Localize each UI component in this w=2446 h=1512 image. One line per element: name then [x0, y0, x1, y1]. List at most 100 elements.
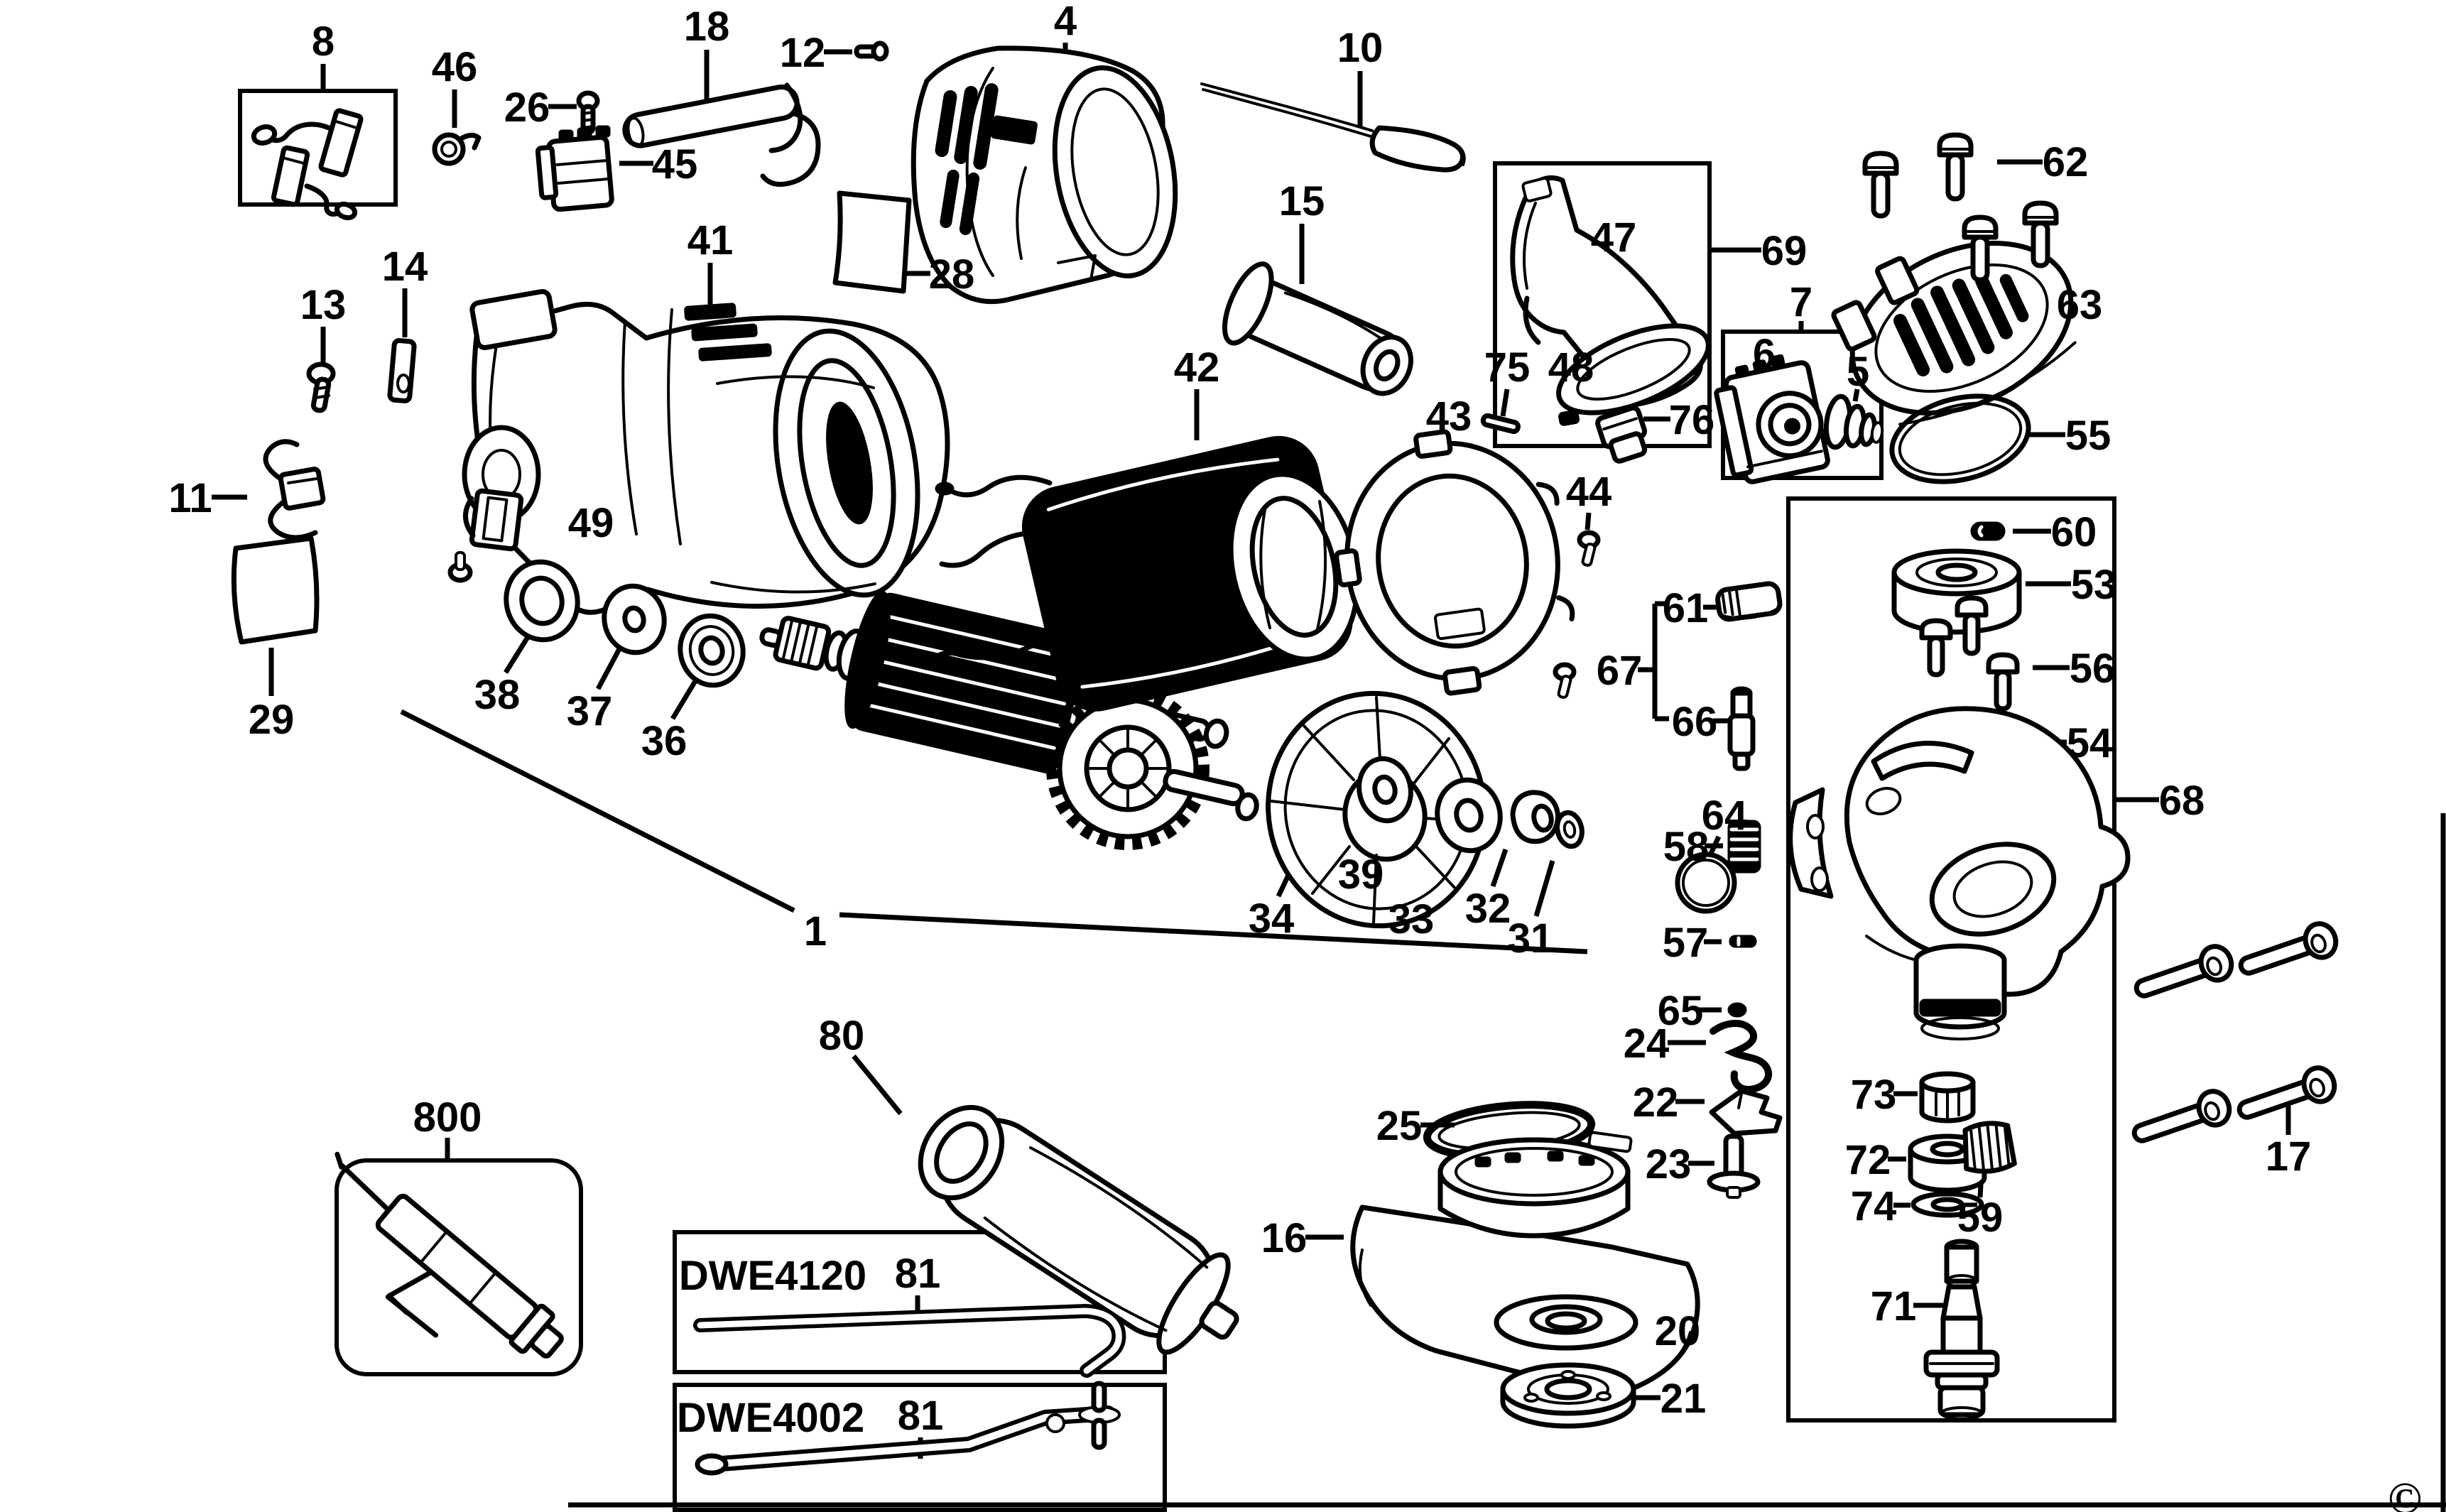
clip-22-drawing: [1709, 1088, 1783, 1136]
part-label-11: 11: [168, 475, 212, 521]
part-label-28: 28: [929, 251, 975, 298]
grip-15-drawing: [1222, 261, 1413, 396]
field-42-drawing: [918, 435, 1360, 712]
pin-66-drawing: [1727, 686, 1756, 771]
o-ring-55-drawing: [1889, 393, 2031, 484]
spring-clip-drawing: [432, 132, 482, 166]
part-label-42: 42: [1174, 344, 1220, 391]
motor-housing-drawing: [462, 289, 950, 615]
part-label-34: 34: [1249, 896, 1295, 942]
screw-26-drawing: [576, 90, 600, 135]
plate-14-drawing: [387, 338, 417, 403]
part-label-23: 23: [1646, 1141, 1692, 1187]
part-label-31: 31: [1508, 915, 1554, 962]
part-label-81: 81: [895, 1251, 941, 1297]
part-label-25: 25: [1376, 1103, 1423, 1149]
part-label-15: 15: [1279, 178, 1325, 224]
part-label-64: 64: [1702, 793, 1748, 839]
leader-line-1: [839, 912, 1588, 954]
part-label-55: 55: [2065, 413, 2111, 459]
nub-48-drawing: [1558, 410, 1580, 426]
part-label-41: 41: [687, 217, 734, 263]
part-label-68: 68: [2159, 778, 2205, 824]
pellet-60-drawing: [1970, 521, 2006, 541]
part-label-©: ©: [2388, 1473, 2422, 1512]
part-label-13: 13: [300, 282, 347, 328]
part-label-32: 32: [1465, 886, 1511, 932]
armature-drawing: [759, 590, 1259, 850]
part-label-45: 45: [652, 141, 698, 187]
part-label-73: 73: [1851, 1072, 1897, 1118]
part-label-16: 16: [1261, 1215, 1308, 1261]
clamp-nut-21-drawing: [1500, 1362, 1636, 1429]
part-label-59: 59: [1957, 1195, 2004, 1241]
leader-line-1: [400, 709, 795, 913]
label-sticker-29-drawing: [231, 535, 320, 645]
part-label-DWE4120: DWE4120: [679, 1253, 866, 1299]
washers-5-drawing: [1823, 393, 1884, 450]
part-label-61: 61: [1663, 585, 1709, 631]
trigger-group-box: [1493, 161, 1712, 448]
part-label-22: 22: [1633, 1079, 1679, 1126]
part-label-43: 43: [1426, 393, 1472, 440]
part-label-7: 7: [1790, 279, 1812, 325]
button-61-drawing: [1715, 581, 1783, 622]
part-label-60: 60: [2051, 509, 2097, 555]
dwe4002-wrench-box: [673, 1383, 1167, 1512]
part-label-10: 10: [1337, 25, 1384, 71]
leader-line-31: [1533, 860, 1555, 917]
bearing-38-drawing: [504, 559, 580, 643]
part-label-72: 72: [1845, 1137, 1891, 1183]
part-label-58: 58: [1663, 824, 1710, 870]
screw-23-drawing: [1707, 1133, 1761, 1199]
part-label-17: 17: [2266, 1133, 2312, 1180]
label-sticker-28-drawing: [832, 190, 912, 294]
screws-56-drawing: [1919, 595, 2020, 712]
carbon-brush-set-drawing: [251, 108, 364, 221]
washer-33-drawing: [1435, 777, 1503, 854]
part-label-75: 75: [1484, 344, 1531, 391]
grease-box: [335, 1158, 583, 1376]
part-label-44: 44: [1566, 469, 1612, 515]
part-label-48: 48: [1548, 344, 1594, 391]
bearing-36-drawing: [678, 613, 746, 688]
part-label-24: 24: [1624, 1021, 1670, 1067]
part-label-36: 36: [641, 718, 687, 764]
group-boxes-layer: [238, 89, 2446, 1512]
part-label-62: 62: [2043, 139, 2089, 185]
part-label-80: 80: [819, 1013, 865, 1059]
lock-59-drawing: [1962, 1121, 2017, 1174]
part-label-1: 1: [804, 908, 827, 954]
lead-clamp-11-drawing: [263, 439, 326, 540]
part-label-65: 65: [1658, 988, 1704, 1034]
part-label-47: 47: [1591, 214, 1637, 261]
part-label-20: 20: [1655, 1308, 1701, 1354]
leader-line-36: [670, 676, 700, 720]
washer-31-drawing: [1555, 810, 1585, 849]
brush-set-box: [238, 89, 398, 207]
spring-hook-24-drawing: [1710, 1019, 1772, 1094]
part-label-8: 8: [312, 18, 335, 65]
leader-line-5: [1852, 388, 1860, 402]
grease-applicator-drawing: [335, 1151, 564, 1359]
part-label-21: 21: [1660, 1376, 1707, 1422]
wire-pin-12-drawing: [854, 40, 889, 62]
part-label-56: 56: [2070, 646, 2116, 692]
flange-20-drawing: [1494, 1294, 1638, 1351]
part-label-69: 69: [1761, 228, 1808, 274]
part-label-38: 38: [474, 672, 521, 718]
part-label-57: 57: [1663, 920, 1709, 966]
washer-74-drawing: [1910, 1191, 1984, 1218]
part-label-39: 39: [1338, 852, 1384, 898]
pin-wrench-81-drawing: [695, 1381, 1121, 1476]
part-label-DWE4002: DWE4002: [677, 1395, 864, 1441]
motor-cover-drawing: [911, 45, 1178, 305]
part-label-18: 18: [684, 4, 730, 50]
part-label-26: 26: [504, 85, 550, 131]
part-label-63: 63: [2057, 282, 2103, 328]
screw-13-drawing: [306, 361, 336, 413]
gearcase-group-box: [1786, 496, 2116, 1423]
hex-wrench-81-drawing: [693, 1304, 1126, 1378]
